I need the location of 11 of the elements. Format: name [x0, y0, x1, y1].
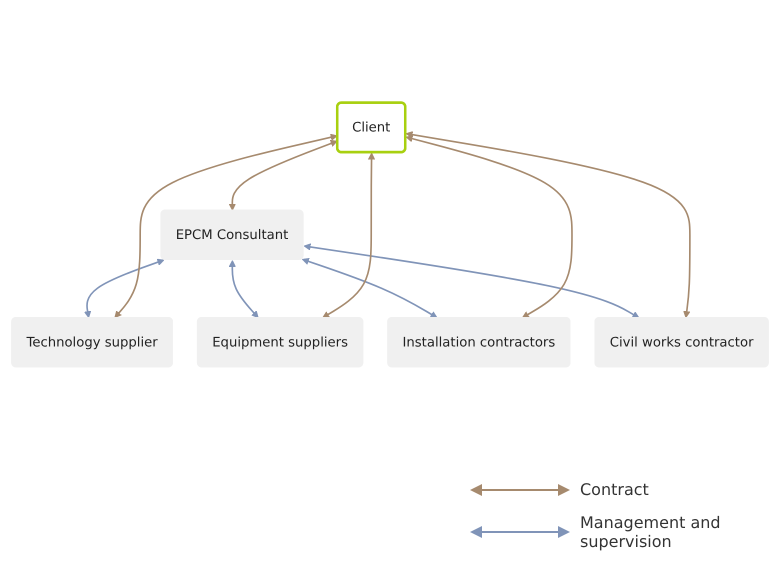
arrow [302, 258, 438, 318]
arrow [114, 134, 338, 318]
arrow [84, 258, 164, 318]
legend-label: Management and supervision [580, 513, 722, 551]
arrow [304, 244, 640, 318]
arrow [322, 152, 376, 318]
legend-label: Contract [580, 480, 650, 499]
arrow [406, 135, 573, 318]
arrow [406, 131, 691, 318]
arrow [228, 260, 259, 318]
arrow [228, 140, 338, 211]
